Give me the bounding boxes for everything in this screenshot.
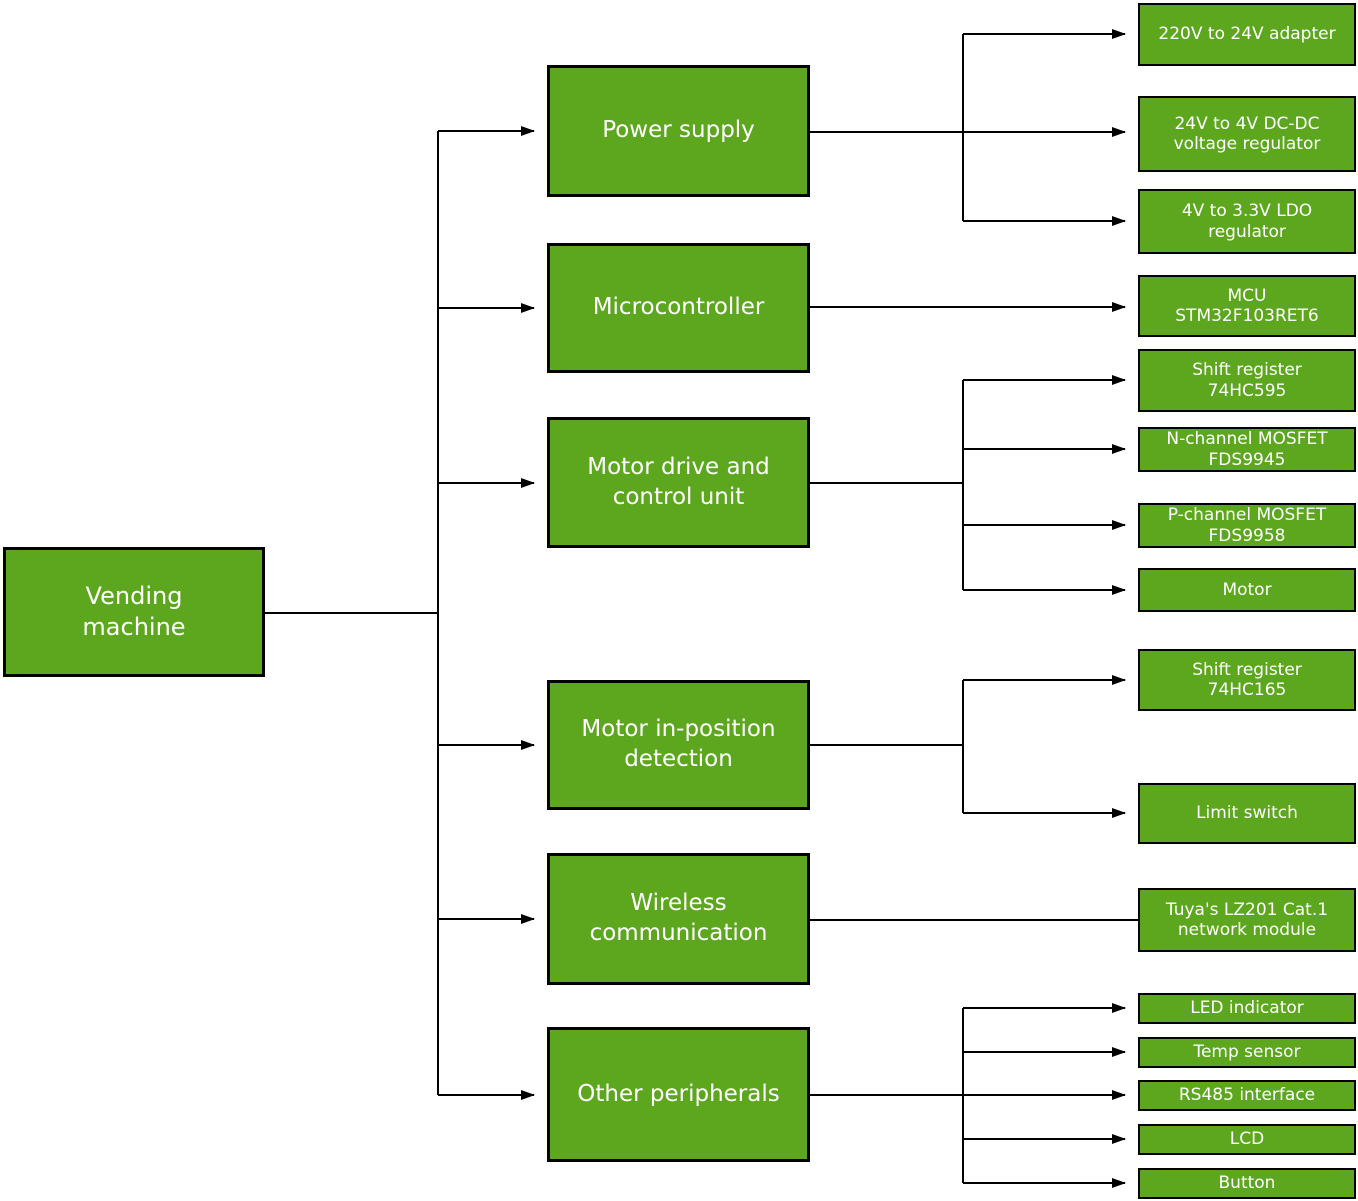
node-dcdc-regulator-label: 24V to 4V DC-DC voltage regulator — [1173, 113, 1321, 154]
node-button-label: Button — [1218, 1173, 1276, 1194]
node-shift-register-165-label: Shift register 74HC165 — [1192, 659, 1302, 700]
node-motor-in-position-label: Motor in-position detection — [581, 716, 776, 772]
node-microcontroller-label: Microcontroller — [592, 294, 765, 321]
node-tuya-module: Tuya's LZ201 Cat.1 network module — [1138, 888, 1356, 952]
node-vending-machine: Vending machine — [3, 547, 265, 677]
node-limit-switch-label: Limit switch — [1196, 803, 1298, 824]
node-p-mosfet: P-channel MOSFET FDS9958 — [1138, 503, 1356, 548]
node-lcd: LCD — [1138, 1124, 1356, 1155]
node-button: Button — [1138, 1168, 1356, 1199]
node-shift-register-595: Shift register 74HC595 — [1138, 349, 1356, 412]
edge-root-trunk — [265, 126, 535, 1100]
node-wireless: Wireless communication — [547, 853, 810, 985]
node-mcu-label: MCU STM32F103RET6 — [1175, 285, 1319, 326]
node-limit-switch: Limit switch — [1138, 783, 1356, 844]
node-motor-drive: Motor drive and control unit — [547, 417, 810, 548]
node-n-mosfet: N-channel MOSFET FDS9945 — [1138, 427, 1356, 472]
node-motor-in-position: Motor in-position detection — [547, 680, 810, 810]
edge-power-supply — [810, 29, 1126, 226]
node-ldo-regulator-label: 4V to 3.3V LDO regulator — [1181, 201, 1313, 242]
node-temp-sensor: Temp sensor — [1138, 1037, 1356, 1068]
node-adapter-220v: 220V to 24V adapter — [1138, 3, 1356, 66]
node-rs485: RS485 interface — [1138, 1080, 1356, 1111]
node-lcd-label: LCD — [1229, 1129, 1265, 1150]
node-mcu: MCU STM32F103RET6 — [1138, 275, 1356, 337]
edge-other-peripherals — [810, 1003, 1126, 1188]
node-temp-sensor-label: Temp sensor — [1193, 1042, 1301, 1063]
node-power-supply-label: Power supply — [602, 117, 755, 144]
node-led-indicator: LED indicator — [1138, 993, 1356, 1024]
node-led-indicator-label: LED indicator — [1190, 998, 1304, 1019]
edge-motor-drive — [810, 375, 1126, 595]
node-vending-machine-label: Vending machine — [82, 581, 186, 641]
node-motor-drive-label: Motor drive and control unit — [587, 453, 770, 510]
node-shift-register-595-label: Shift register 74HC595 — [1192, 360, 1302, 401]
node-adapter-220v-label: 220V to 24V adapter — [1158, 24, 1336, 45]
node-wireless-label: Wireless communication — [589, 890, 768, 946]
node-dcdc-regulator: 24V to 4V DC-DC voltage regulator — [1138, 96, 1356, 172]
node-other-peripherals: Other peripherals — [547, 1027, 810, 1162]
node-microcontroller: Microcontroller — [547, 243, 810, 373]
node-n-mosfet-label: N-channel MOSFET FDS9945 — [1166, 429, 1328, 470]
node-power-supply: Power supply — [547, 65, 810, 197]
node-shift-register-165: Shift register 74HC165 — [1138, 649, 1356, 711]
node-other-peripherals-label: Other peripherals — [577, 1080, 780, 1107]
node-ldo-regulator: 4V to 3.3V LDO regulator — [1138, 189, 1356, 254]
node-tuya-module-label: Tuya's LZ201 Cat.1 network module — [1165, 899, 1329, 940]
node-motor-label: Motor — [1222, 579, 1272, 600]
node-motor: Motor — [1138, 568, 1356, 612]
node-rs485-label: RS485 interface — [1178, 1085, 1316, 1106]
node-p-mosfet-label: P-channel MOSFET FDS9958 — [1167, 505, 1327, 546]
edge-motor-in-position — [810, 675, 1126, 818]
